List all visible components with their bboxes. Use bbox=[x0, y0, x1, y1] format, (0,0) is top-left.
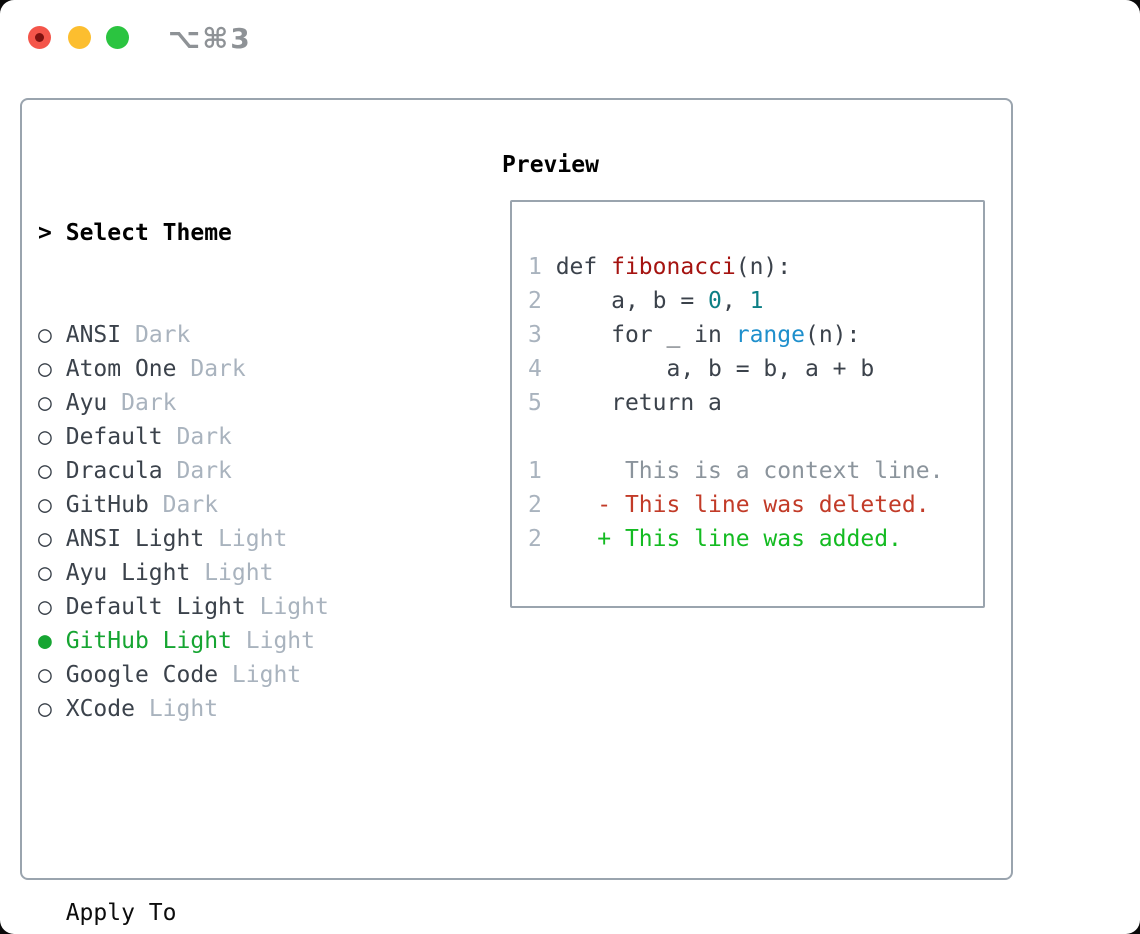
theme-variant: Dark bbox=[162, 492, 219, 518]
theme-list-column: > Select Theme ○ ANSI Dark○ Atom One Dar… bbox=[38, 148, 426, 934]
theme-name: Ayu bbox=[65, 390, 108, 416]
select-theme-header: > Select Theme bbox=[38, 216, 426, 250]
code-line: 1 This is a context line. bbox=[528, 458, 944, 484]
code-line: 1 def fibonacci(n): bbox=[528, 254, 792, 280]
apply-to-header-label: Apply To bbox=[65, 900, 177, 926]
theme-variant: Dark bbox=[176, 458, 232, 484]
code-line: 5 return a bbox=[528, 390, 722, 416]
apply-to-header: Apply To bbox=[38, 896, 426, 930]
theme-name: GitHub bbox=[65, 492, 149, 518]
theme-option-github[interactable]: ○ GitHub Dark bbox=[38, 488, 426, 522]
theme-variant: Light bbox=[245, 628, 315, 654]
code-line: 2 + This line was added. bbox=[528, 526, 902, 552]
theme-option-ansi[interactable]: ○ ANSI Dark bbox=[38, 318, 426, 352]
radio-unselected-icon: ○ bbox=[38, 560, 52, 586]
code-line: 3 for _ in range(n): bbox=[528, 322, 861, 348]
theme-option-ansi-light[interactable]: ○ ANSI Light Light bbox=[38, 522, 426, 556]
cursor-marker: > bbox=[38, 220, 52, 246]
theme-option-ayu-light[interactable]: ○ Ayu Light Light bbox=[38, 556, 426, 590]
theme-variant: Light bbox=[231, 662, 302, 688]
theme-option-ayu[interactable]: ○ Ayu Dark bbox=[38, 386, 426, 420]
preview-header: Preview bbox=[502, 152, 599, 178]
radio-unselected-icon: ○ bbox=[38, 662, 52, 688]
radio-unselected-icon: ○ bbox=[38, 356, 52, 382]
theme-option-default[interactable]: ○ Default Dark bbox=[38, 420, 426, 454]
theme-name: Atom One bbox=[65, 356, 177, 382]
spacer bbox=[38, 794, 426, 828]
theme-picker-panel bbox=[20, 98, 1013, 880]
radio-unselected-icon: ○ bbox=[38, 696, 52, 722]
code-line: 2 a, b = 0, 1 bbox=[528, 288, 764, 314]
radio-unselected-icon: ○ bbox=[38, 492, 52, 518]
theme-name: Default bbox=[65, 424, 163, 450]
theme-name: ANSI Light bbox=[65, 526, 205, 552]
theme-name: GitHub Light bbox=[65, 628, 232, 654]
theme-list: ○ ANSI Dark○ Atom One Dark○ Ayu Dark○ De… bbox=[38, 318, 426, 726]
radio-unselected-icon: ○ bbox=[38, 526, 52, 552]
theme-variant: Light bbox=[204, 560, 274, 586]
zoom-button[interactable] bbox=[106, 26, 129, 49]
minimize-button[interactable] bbox=[68, 26, 91, 49]
radio-unselected-icon: ○ bbox=[38, 322, 52, 348]
theme-variant: Light bbox=[148, 696, 219, 722]
preview-code: 1 def fibonacci(n): 2 a, b = 0, 1 3 for _ … bbox=[528, 250, 943, 556]
window-title-shortcut: ⌥⌘3 bbox=[168, 22, 252, 55]
theme-variant: Dark bbox=[121, 390, 177, 416]
radio-unselected-icon: ○ bbox=[38, 458, 52, 484]
radio-unselected-icon: ○ bbox=[38, 594, 52, 620]
theme-variant: Dark bbox=[176, 424, 232, 450]
theme-name: XCode bbox=[65, 696, 135, 722]
theme-variant: Light bbox=[259, 594, 329, 620]
close-button[interactable] bbox=[28, 26, 51, 49]
code-line: 4 a, b = b, a + b bbox=[528, 356, 875, 382]
theme-option-github-light[interactable]: ● GitHub Light Light bbox=[38, 624, 426, 658]
radio-selected-icon: ● bbox=[38, 628, 52, 654]
theme-name: ANSI bbox=[65, 322, 122, 348]
radio-unselected-icon: ○ bbox=[38, 424, 52, 450]
preview-box bbox=[510, 200, 985, 608]
theme-name: Dracula bbox=[65, 458, 163, 484]
theme-option-xcode[interactable]: ○ XCode Light bbox=[38, 692, 426, 726]
theme-option-dracula[interactable]: ○ Dracula Dark bbox=[38, 454, 426, 488]
theme-name: Google Code bbox=[65, 662, 219, 688]
theme-name: Default Light bbox=[65, 594, 246, 620]
theme-option-default-light[interactable]: ○ Default Light Light bbox=[38, 590, 426, 624]
code-line: 2 - This line was deleted. bbox=[528, 492, 930, 518]
theme-name: Ayu Light bbox=[65, 560, 191, 586]
theme-variant: Dark bbox=[134, 322, 191, 348]
theme-variant: Light bbox=[218, 526, 288, 552]
code-line bbox=[528, 420, 943, 454]
radio-unselected-icon: ○ bbox=[38, 390, 52, 416]
theme-variant: Dark bbox=[190, 356, 246, 382]
theme-option-atom-one[interactable]: ○ Atom One Dark bbox=[38, 352, 426, 386]
select-theme-header-label: Select Theme bbox=[65, 220, 232, 246]
theme-option-google-code[interactable]: ○ Google Code Light bbox=[38, 658, 426, 692]
